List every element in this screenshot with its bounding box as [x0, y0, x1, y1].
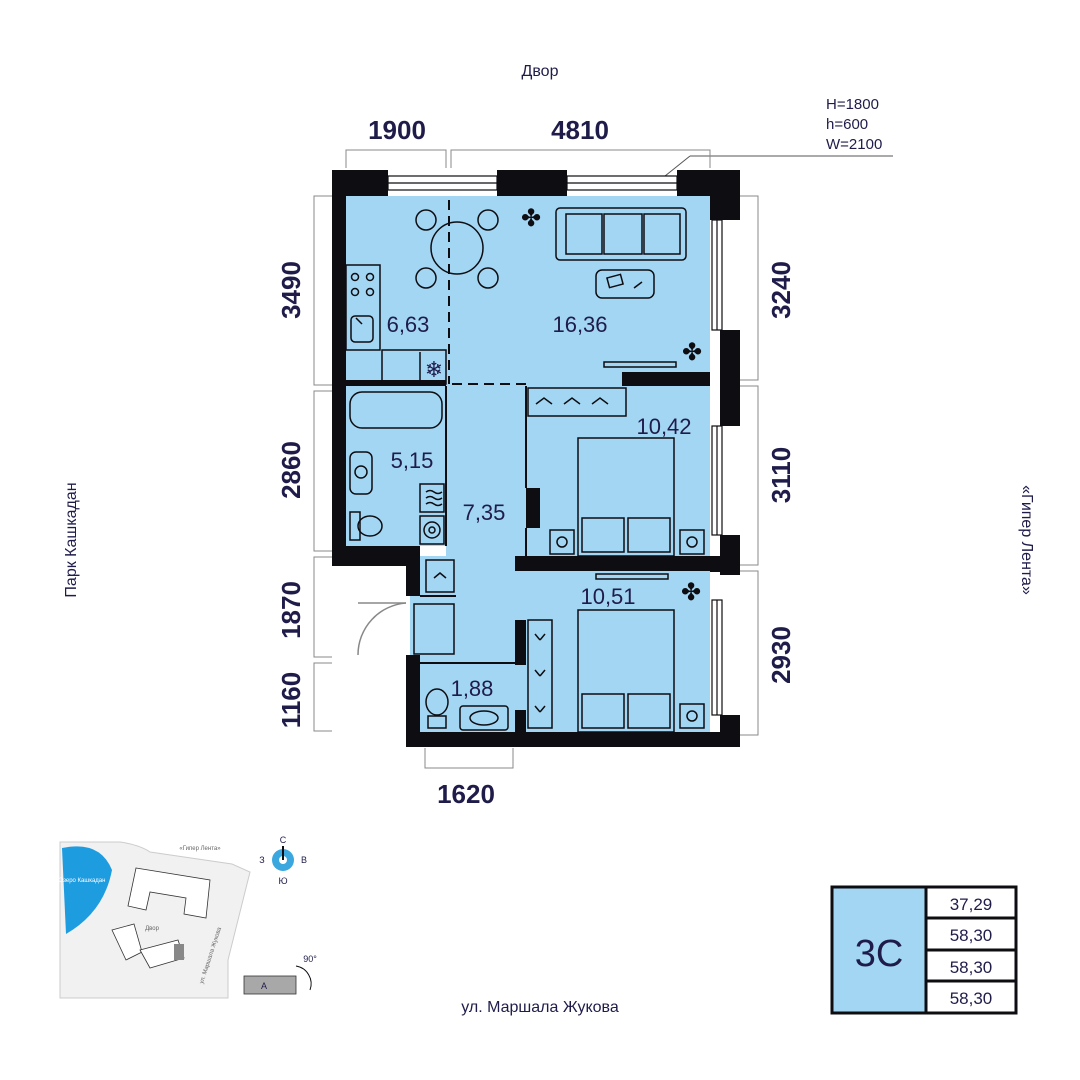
building-blocks	[111, 867, 211, 969]
room-area-wc: 1,88	[451, 676, 494, 701]
plant-icon-bedroom: ✤	[681, 579, 701, 606]
badge-value-4: 58,30	[950, 989, 993, 1008]
siteplan-yard: Двор	[145, 926, 160, 932]
dim-right-2: 3110	[766, 447, 796, 503]
window-spec-hsmall: h=600	[826, 116, 868, 133]
dim-left-4: 1160	[276, 672, 306, 728]
dim-left-3: 1870	[276, 581, 306, 639]
snowflake-icon: ❄	[425, 357, 443, 382]
siteplan-rotation: 90°	[303, 954, 317, 964]
lake-shape	[62, 846, 112, 934]
zone-separators	[448, 200, 526, 385]
room-area-kitchen: 6,63	[387, 312, 430, 337]
wardrobe-1	[527, 387, 627, 417]
label-bottom: ул. Маршала Жукова	[461, 999, 619, 1016]
highlight-building	[174, 944, 184, 960]
compass-w: З	[259, 855, 264, 865]
dim-right-1: 3240	[766, 261, 796, 319]
dim-left-2: 2860	[276, 441, 306, 499]
wc-fixtures	[425, 688, 509, 731]
hallway-fixtures	[357, 559, 455, 656]
badge-code: 3С	[855, 933, 904, 975]
label-right: «Гипер Лента»	[1018, 485, 1035, 595]
partitions	[420, 386, 527, 664]
bed-2	[577, 609, 705, 733]
label-top: Двор	[522, 63, 559, 80]
dim-right-3: 2930	[766, 626, 796, 684]
compass-s: Ю	[278, 876, 287, 886]
siteplan-section: А	[261, 981, 267, 991]
tv-consoles	[595, 361, 677, 580]
bed-1	[549, 437, 705, 557]
badge-value-1: 37,29	[950, 895, 993, 914]
apartment-badge: 3С 37,29 58,30 58,30 58,30	[830, 885, 1018, 1015]
sofa	[555, 207, 687, 299]
siteplan-lake: Озеро Кашкадан	[59, 878, 106, 884]
walls	[332, 170, 740, 747]
dim-bottom-1: 1620	[437, 779, 495, 809]
wardrobe-2	[527, 619, 553, 729]
dim-left-1: 3490	[276, 261, 306, 319]
label-left: Парк Кашкадан	[63, 482, 80, 597]
dining-table	[415, 209, 499, 289]
window-spec-w: W=2100	[826, 136, 882, 153]
window-spec: H=1800 h=600 W=2100	[659, 96, 893, 181]
bathroom-fixtures	[349, 391, 445, 545]
plant-icon-living-1: ✤	[521, 205, 541, 232]
windows	[387, 175, 723, 716]
plant-icons: ✤ ✤ ✤	[521, 205, 702, 606]
compass-n: С	[280, 835, 287, 845]
dim-top-2: 4810	[551, 115, 609, 145]
section-marker: А	[243, 975, 297, 995]
room-area-hallway: 7,35	[463, 500, 506, 525]
siteplan-store: «Гипер Лента»	[179, 846, 221, 852]
room-area-bedroom-2: 10,51	[580, 584, 635, 609]
kitchen-counter	[345, 264, 447, 385]
site-plan: Озеро Кашкадан «Гипер Лента» Двор ул. Ма…	[59, 841, 251, 999]
rotation-indicator: 90°	[295, 954, 317, 991]
compass-e: В	[301, 855, 307, 865]
dim-top-1: 1900	[368, 115, 426, 145]
window-spec-h: H=1800	[826, 96, 879, 113]
plant-icon-living-2: ✤	[682, 339, 702, 366]
badge-value-3: 58,30	[950, 958, 993, 977]
room-floors	[346, 196, 710, 732]
compass: С Ю З В	[259, 835, 307, 886]
room-area-bathroom: 5,15	[391, 448, 434, 473]
dimension-lines	[313, 149, 759, 769]
room-area-living-room: 16,36	[552, 312, 607, 337]
room-area-bedroom-1: 10,42	[636, 414, 691, 439]
badge-value-2: 58,30	[950, 926, 993, 945]
